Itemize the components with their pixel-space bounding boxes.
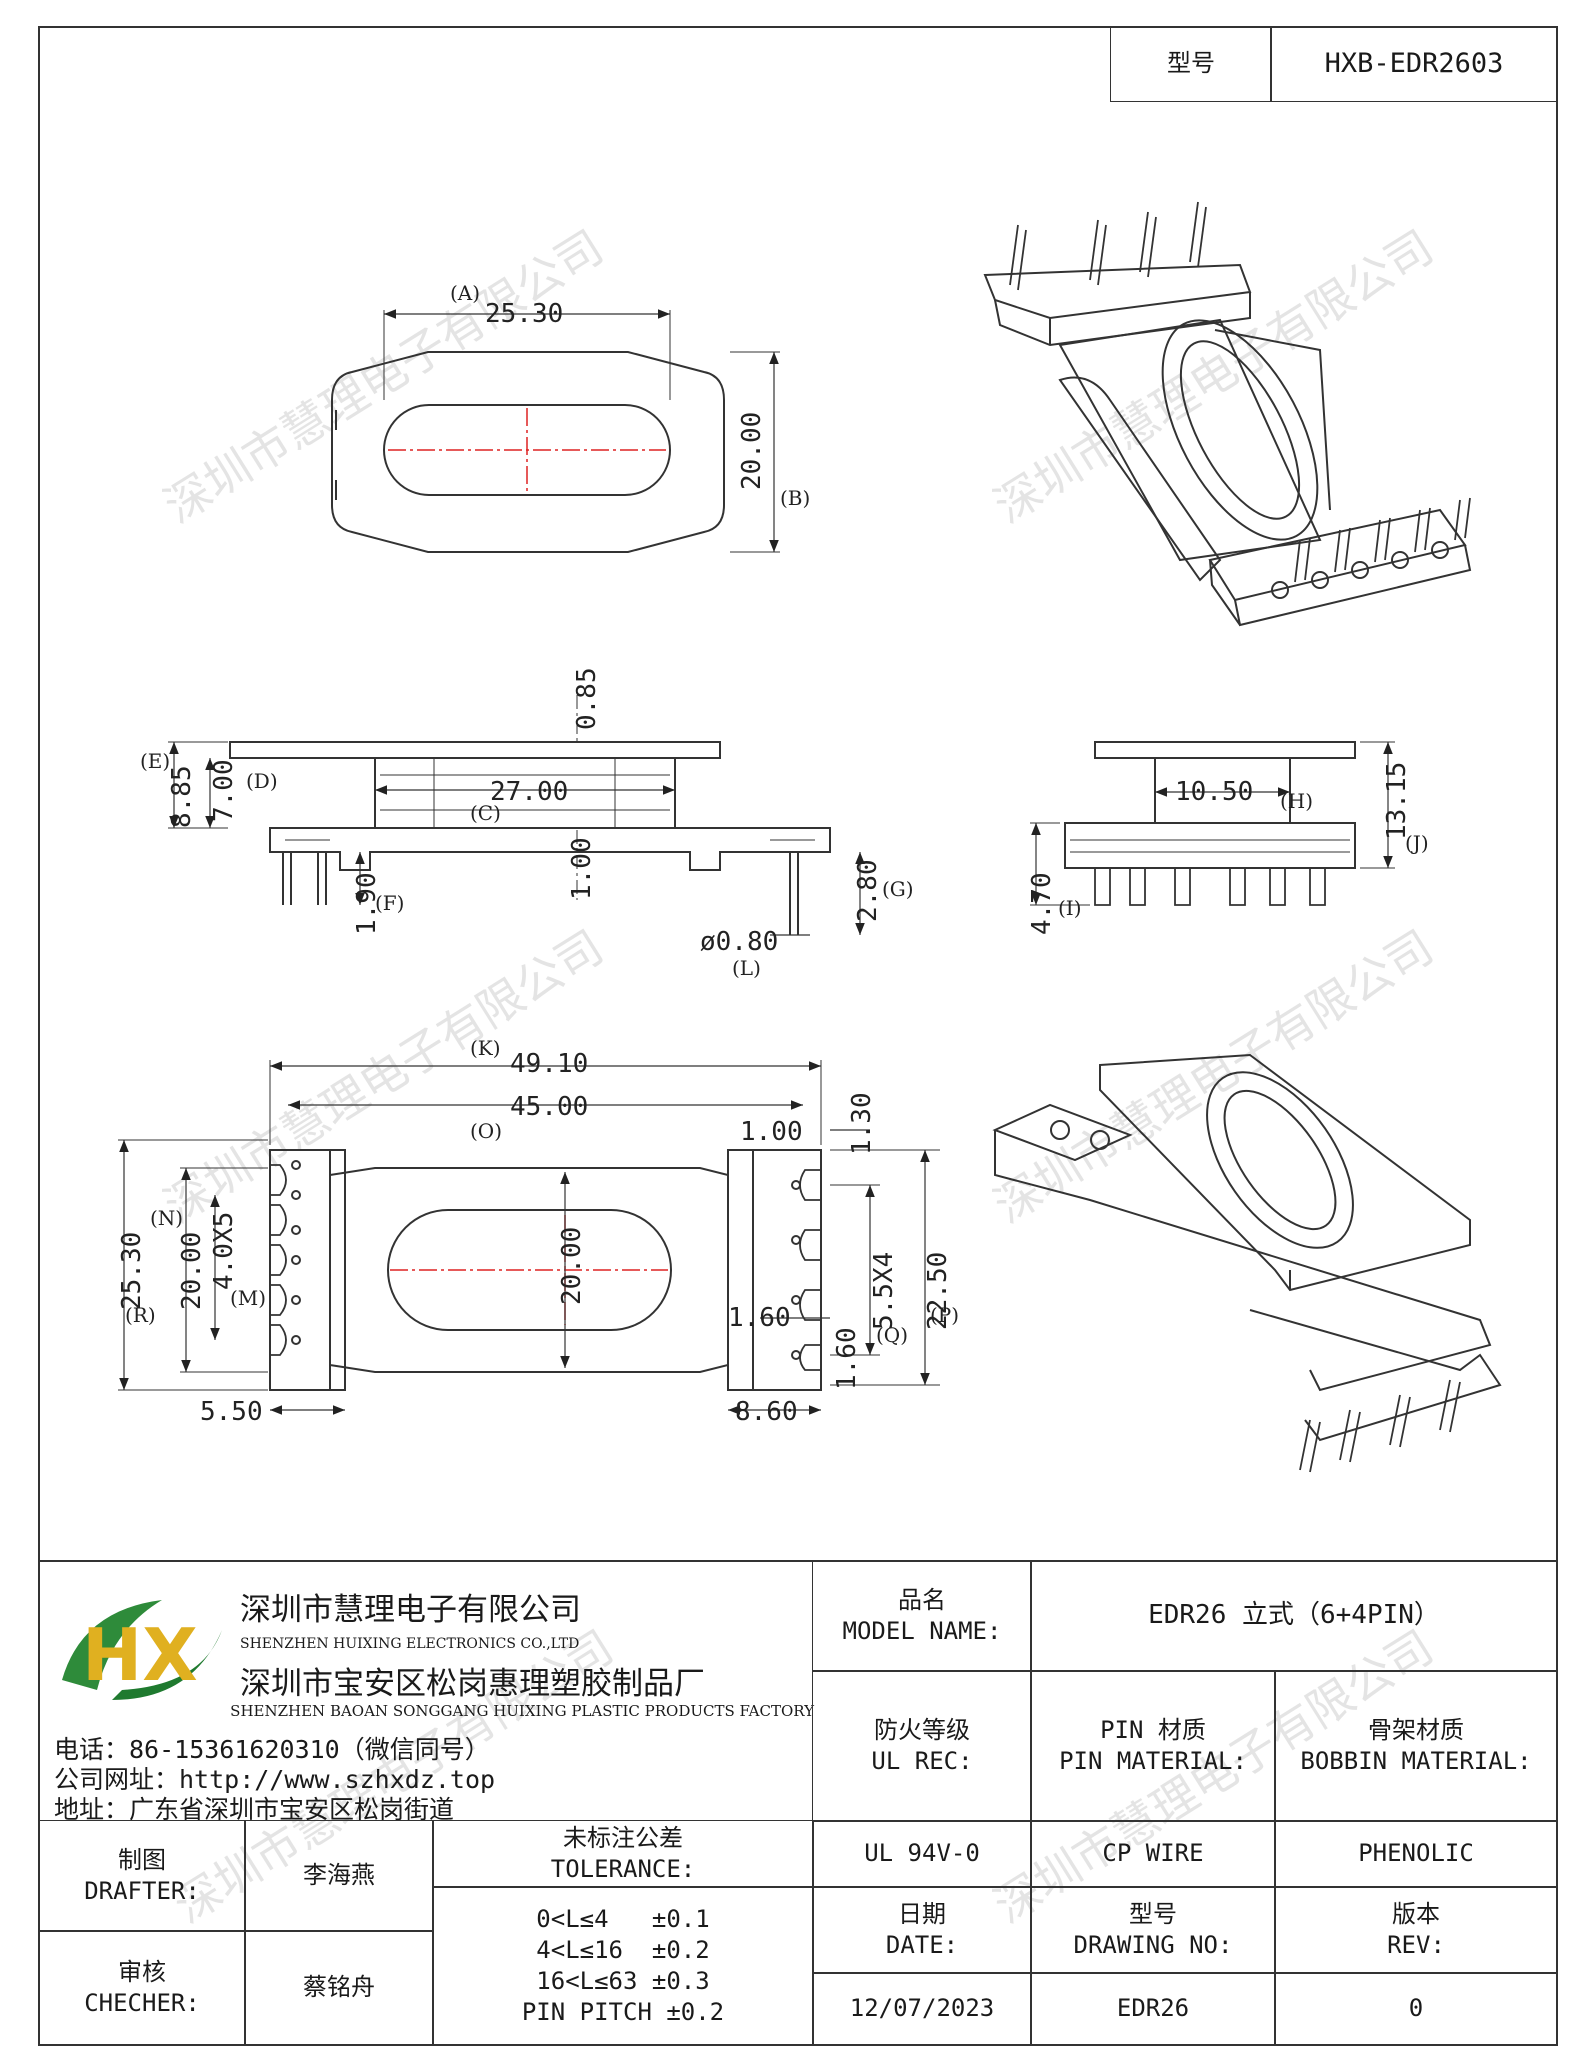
- dim-d-label: (D): [246, 769, 278, 793]
- dim-l-label: (L): [732, 956, 761, 980]
- company-address: 地址：广东省深圳市宝安区松岗街道: [54, 1795, 455, 1824]
- dim-o: 45.00: [510, 1092, 588, 1122]
- dim-k-label: (K): [470, 1036, 501, 1060]
- dim-m-label: (M): [230, 1286, 266, 1310]
- dim-g: 2.80: [853, 859, 883, 922]
- dim-a-label: (A): [450, 281, 480, 305]
- isometric-view-top: [983, 201, 1472, 627]
- dim-b: 20.00: [737, 412, 767, 490]
- bobbin-material-value: PHENOLIC: [1274, 1820, 1558, 1888]
- bottom-view: [118, 1060, 940, 1415]
- company-phone: 电话：86-15361620310（微信同号）: [54, 1735, 490, 1764]
- model-name-value: EDR26 立式（6+4PIN）: [1030, 1560, 1558, 1672]
- dim-j-label: (J): [1405, 831, 1429, 855]
- dim-c: 27.00: [490, 777, 568, 807]
- dim-100-topright: 1.00: [740, 1117, 803, 1147]
- dim-c-label: (C): [470, 801, 501, 825]
- drafter-name: 李海燕: [244, 1820, 434, 1932]
- dim-e: 8.85: [167, 765, 197, 828]
- dim-a: 25.30: [485, 299, 563, 329]
- factory-name-cn: 深圳市宝安区松岗惠理塑胶制品厂: [240, 1666, 705, 1702]
- dim-f: 1.90: [352, 872, 382, 935]
- drawing-no-value: EDR26: [1030, 1972, 1276, 2046]
- dim-r: 25.30: [117, 1232, 147, 1310]
- dim-j: 13.15: [1382, 762, 1412, 840]
- company-website: 公司网址：http://www.szhxdz.top: [54, 1765, 496, 1794]
- title-block: [38, 1560, 1558, 2048]
- dim-p-label: (P): [930, 1303, 959, 1327]
- company-name-en: SHENZHEN HUIXING ELECTRONICS CO.,LTD: [240, 1636, 580, 1652]
- dim-n-label: (N): [150, 1206, 183, 1230]
- header-model-label: 型号: [1110, 26, 1272, 102]
- dim-e-label: (E): [140, 749, 170, 773]
- date-value: 12/07/2023: [812, 1972, 1032, 2046]
- dim-130: 1.30: [847, 1092, 877, 1155]
- logo-letters: HX: [82, 1613, 198, 1697]
- dim-085: 0.85: [572, 667, 602, 730]
- company-logo: HX: [62, 1600, 222, 1700]
- dim-p: 22.50: [923, 1252, 953, 1330]
- dim-k: 49.10: [510, 1049, 588, 1079]
- pin-material-value: CP WIRE: [1030, 1820, 1276, 1888]
- dim-i: 4.70: [1027, 872, 1057, 935]
- dim-160b: 1.60: [832, 1327, 862, 1390]
- dim-q-label: (Q): [876, 1323, 908, 1347]
- dim-n: 20.00: [177, 1232, 207, 1310]
- dim-160: 1.60: [728, 1303, 791, 1333]
- dim-g-label: (G): [882, 877, 914, 901]
- dim-r-label: (R): [125, 1303, 156, 1327]
- company-info: HX 深圳市慧理电子有限公司 SHENZHEN HUIXING ELECTRON…: [40, 1562, 814, 1824]
- dim-o-label: (O): [470, 1119, 502, 1143]
- technical-drawing: (A) 25.30 20.00 (B) 0.85 (E) 8.85 7.00 (…: [117, 201, 1502, 1473]
- dim-h-label: (H): [1280, 789, 1313, 813]
- dim-l: ø0.80: [700, 927, 778, 957]
- dim-q: 5.5X4: [869, 1252, 899, 1330]
- ul-value: UL 94V-0: [812, 1820, 1032, 1888]
- company-name-cn: 深圳市慧理电子有限公司: [240, 1592, 581, 1628]
- dim-100-mid: 1.00: [567, 837, 597, 900]
- dim-d: 7.00: [209, 759, 239, 822]
- dim-f-label: (F): [375, 891, 404, 915]
- checker-name: 蔡铭舟: [244, 1930, 434, 2046]
- side-view: [1030, 741, 1395, 906]
- dim-center-20: 20.00: [557, 1227, 587, 1305]
- factory-name-en: SHENZHEN BAOAN SONGGANG HUIXING PLASTIC …: [230, 1702, 814, 1720]
- dim-550: 5.50: [200, 1397, 263, 1427]
- top-view: [331, 309, 780, 553]
- front-view: [168, 695, 865, 936]
- dim-b-label: (B): [780, 486, 810, 510]
- dim-i-label: (I): [1058, 896, 1082, 920]
- dim-h: 10.50: [1175, 777, 1253, 807]
- dim-m: 4.0X5: [209, 1212, 239, 1290]
- dim-860: 8.60: [735, 1397, 798, 1427]
- rev-value: 0: [1274, 1972, 1558, 2046]
- header-model-value: HXB-EDR2603: [1270, 26, 1558, 102]
- isometric-view-bottom: [992, 1053, 1502, 1473]
